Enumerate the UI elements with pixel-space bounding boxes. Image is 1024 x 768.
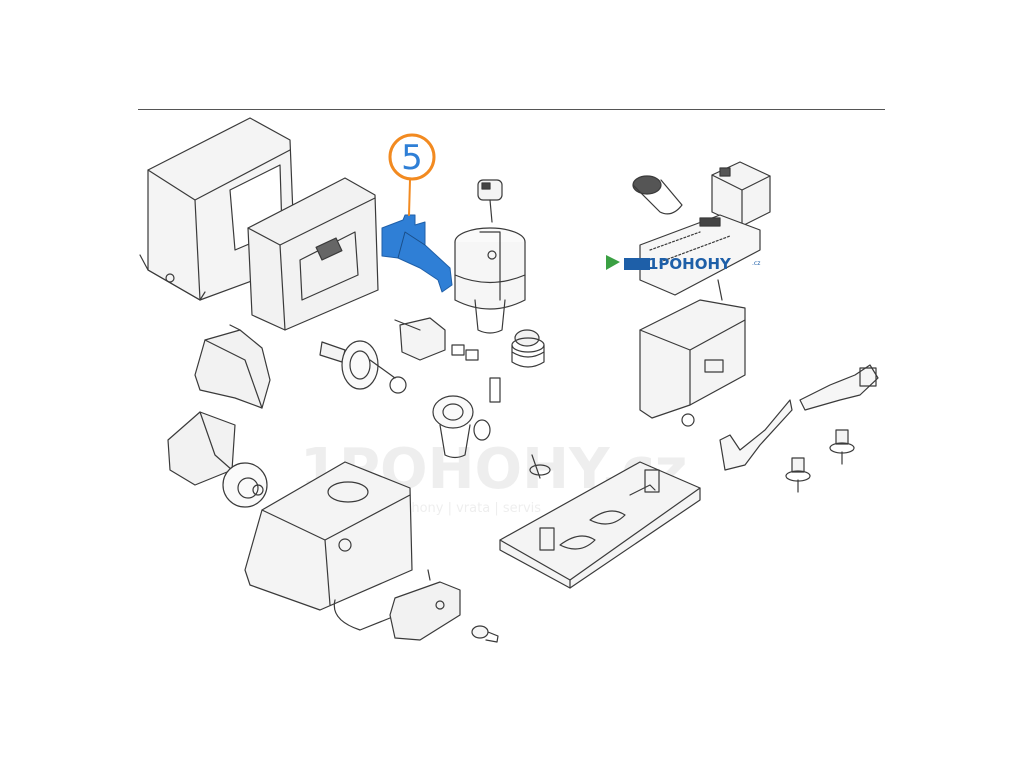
anchor-bolt-left <box>785 457 811 493</box>
release-cover <box>389 569 461 641</box>
callout-number: 5 <box>401 138 423 178</box>
limit-bracket-right <box>799 364 879 411</box>
capacitor <box>632 175 683 215</box>
output-gear <box>432 395 491 459</box>
left-cover-cap <box>194 324 271 409</box>
gearbox-housing <box>244 461 413 631</box>
callout-marker: 5 <box>388 133 436 216</box>
worm-shaft-gear <box>319 340 407 394</box>
highlighted-bracket-part <box>381 214 453 293</box>
small-pin <box>529 454 551 479</box>
plug-connector <box>477 179 503 223</box>
spacer-rings <box>511 329 545 368</box>
top-divider-line <box>138 109 885 110</box>
transformer <box>711 161 771 227</box>
brand-logo: 1POHOHY .cz <box>606 255 760 273</box>
release-key <box>471 625 499 643</box>
logo-text: 1POHOHY <box>648 255 732 273</box>
anchor-bolt-right <box>829 429 855 465</box>
pinion-cover <box>167 411 236 486</box>
control-board <box>639 214 761 296</box>
drive-pinion <box>222 462 268 508</box>
limit-switch-block <box>394 317 501 403</box>
base-plate <box>499 461 701 589</box>
motor <box>454 227 526 334</box>
limit-bracket-left <box>719 399 793 471</box>
front-cover-panel <box>247 177 379 331</box>
board-mounting-plate <box>639 279 746 427</box>
logo-tld: .cz <box>752 260 760 267</box>
